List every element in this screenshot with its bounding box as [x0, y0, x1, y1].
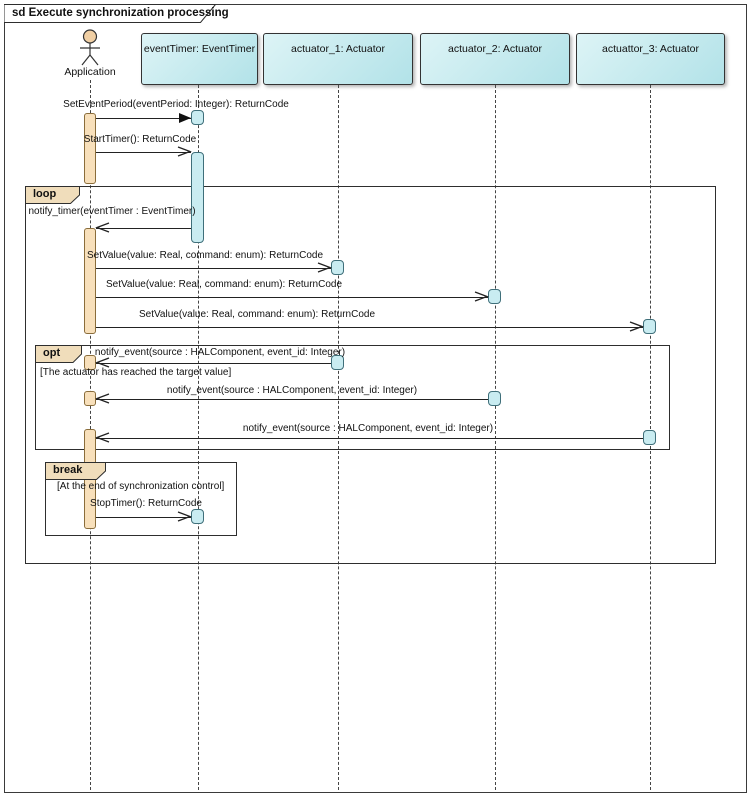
message-set-value-3-label: SetValue(value: Real, command: enum): Re…	[138, 309, 376, 320]
message-start-timer-label: StartTimer(): ReturnCode	[83, 134, 197, 145]
message-set-value-1-label: SetValue(value: Real, command: enum): Re…	[86, 250, 324, 261]
lifeline-actuator-2	[495, 85, 496, 790]
activation-actuator-3-notify	[643, 430, 656, 445]
fragment-break-label: break	[53, 464, 83, 476]
message-notify-timer-line	[96, 228, 191, 229]
lifeline-head-label: eventTimer: EventTimer	[143, 43, 256, 55]
lifeline-head-label: actuator_1: Actuator	[291, 43, 385, 55]
fragment-opt-guard: [The actuator has reached the target val…	[40, 367, 232, 378]
fragment-break	[45, 462, 237, 536]
message-set-value-3-line	[96, 327, 643, 328]
activation-application-4	[84, 391, 96, 406]
activation-eventtimer-stop	[191, 509, 204, 524]
lifeline-head-actuator-1: actuator_1: Actuator	[263, 33, 413, 85]
diagram-frame	[4, 4, 747, 793]
actor-icon	[80, 29, 100, 66]
message-notify-timer-label: notify_timer(eventTimer : EventTimer)	[28, 206, 196, 217]
message-notify-event-3-line	[96, 438, 643, 439]
arrowhead-filled-right-icon	[179, 113, 191, 123]
activation-application-1	[84, 113, 96, 184]
activation-actuator-1-notify	[331, 355, 344, 370]
arrowhead-open-left-icon	[95, 393, 110, 404]
arrowhead-open-left-icon	[95, 357, 110, 368]
fragment-loop-tab	[25, 186, 80, 204]
fragment-loop	[25, 186, 716, 564]
message-set-event-period-label: SetEventPeriod(eventPeriod: Integer): Re…	[63, 99, 289, 110]
fragment-break-tab	[45, 462, 106, 480]
fragment-break-guard: [At the end of synchronization control]	[57, 481, 225, 492]
lifeline-head-label: actuator_2: Actuator	[448, 43, 542, 55]
arrowhead-open-right-icon	[177, 146, 192, 157]
activation-eventtimer-1	[191, 110, 204, 125]
activation-actuator-1-setvalue	[331, 260, 344, 275]
message-notify-event-2-line	[96, 399, 488, 400]
message-set-event-period-line	[96, 118, 191, 119]
fragment-opt	[35, 345, 670, 450]
message-stop-timer-line	[96, 517, 191, 518]
lifeline-head-actuator-3: actuattor_3: Actuator	[576, 33, 725, 85]
arrowhead-open-left-icon	[95, 432, 110, 443]
message-set-value-1-line	[96, 268, 331, 269]
lifeline-head-eventtimer: eventTimer: EventTimer	[141, 33, 258, 85]
message-set-value-2-line	[96, 297, 488, 298]
diagram-title: sd Execute synchronization processing	[12, 7, 229, 19]
arrowhead-open-right-icon	[177, 511, 192, 522]
activation-actuator-3-setvalue	[643, 319, 656, 334]
activation-actuator-2-notify	[488, 391, 501, 406]
message-notify-event-1-line	[96, 363, 331, 364]
lifeline-eventtimer	[198, 85, 199, 790]
activation-application-2	[84, 228, 96, 334]
arrowhead-open-right-icon	[474, 291, 489, 302]
lifeline-actuator-1	[338, 85, 339, 790]
message-set-value-2-label: SetValue(value: Real, command: enum): Re…	[105, 279, 343, 290]
message-notify-event-2-label: notify_event(source : HALComponent, even…	[166, 385, 418, 396]
message-notify-event-3-label: notify_event(source : HALComponent, even…	[242, 423, 494, 434]
arrowhead-open-left-icon	[95, 222, 110, 233]
fragment-opt-label: opt	[43, 347, 61, 359]
message-notify-event-1-label: notify_event(source : HALComponent, even…	[94, 347, 346, 358]
activation-eventtimer-2	[191, 152, 204, 243]
arrowhead-open-right-icon	[317, 262, 332, 273]
lifeline-head-actuator-2: actuator_2: Actuator	[420, 33, 570, 85]
activation-actuator-2-setvalue	[488, 289, 501, 304]
fragment-loop-label: loop	[33, 188, 57, 200]
lifeline-head-label: actuattor_3: Actuator	[602, 43, 699, 55]
message-start-timer-line	[96, 152, 191, 153]
message-stop-timer-label: StopTimer(): ReturnCode	[90, 498, 202, 509]
actor-label: Application	[64, 66, 116, 78]
diagram-title-tab	[4, 4, 217, 23]
arrowhead-open-right-icon	[629, 321, 644, 332]
fragment-opt-tab	[35, 345, 82, 363]
